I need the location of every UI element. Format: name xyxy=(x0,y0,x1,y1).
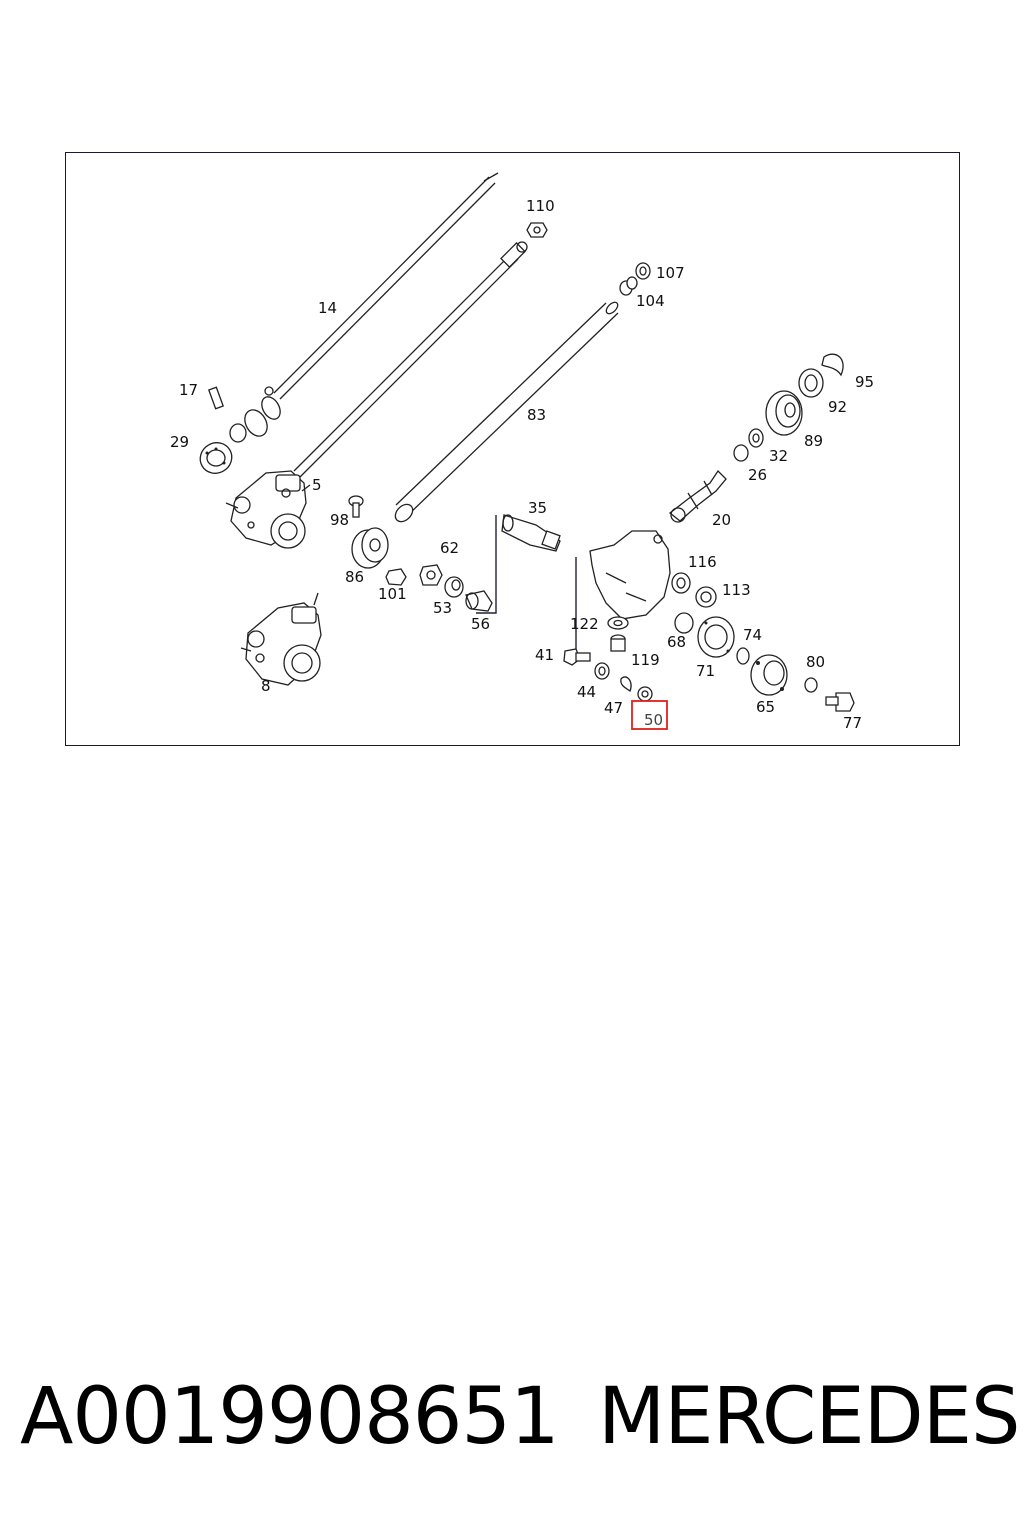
callout-68: 68 xyxy=(667,633,686,651)
part-68 xyxy=(674,612,694,634)
callout-41: 41 xyxy=(535,646,554,664)
callout-14: 14 xyxy=(318,299,337,317)
cover-65 xyxy=(750,654,788,696)
washer-44 xyxy=(594,662,610,680)
callout-29: 29 xyxy=(170,433,189,451)
callout-86: 86 xyxy=(345,568,364,586)
callout-98: 98 xyxy=(330,511,349,529)
intermediate-shaft xyxy=(293,241,528,478)
brand-name: MERCEDES xyxy=(598,1372,1020,1462)
callout-83: 83 xyxy=(527,406,546,424)
callout-104: 104 xyxy=(636,292,665,310)
cover-89 xyxy=(765,390,803,436)
bolt-41 xyxy=(563,648,591,666)
universal-joint xyxy=(229,386,281,443)
callout-47: 47 xyxy=(604,699,623,717)
ring-32 xyxy=(748,428,764,448)
callout-labels: 110 107 104 14 95 17 92 83 29 89 32 26 5… xyxy=(170,197,874,732)
seal-116 xyxy=(671,572,691,594)
plug-113 xyxy=(695,586,717,608)
gasket-71 xyxy=(697,616,735,658)
callout-26: 26 xyxy=(748,466,767,484)
callout-89: 89 xyxy=(804,432,823,450)
callout-95: 95 xyxy=(855,373,874,391)
callout-35: 35 xyxy=(528,499,547,517)
bearing-29 xyxy=(199,442,233,474)
callout-71: 71 xyxy=(696,662,715,680)
callout-8: 8 xyxy=(261,677,271,695)
washer-122 xyxy=(607,616,629,630)
steering-shaft-14 xyxy=(273,172,499,400)
snap-ring-95 xyxy=(821,353,844,377)
steering-gear-5 xyxy=(225,470,311,549)
callout-56: 56 xyxy=(471,615,490,633)
callout-92: 92 xyxy=(828,398,847,416)
valve-20 xyxy=(668,469,727,523)
callout-17: 17 xyxy=(179,381,198,399)
callout-44: 44 xyxy=(577,683,596,701)
steering-box-body xyxy=(589,530,671,620)
steering-gear-8 xyxy=(240,592,322,686)
bushing-86 xyxy=(351,527,389,569)
bushing-56 xyxy=(465,590,493,612)
callout-62: 62 xyxy=(440,539,459,557)
pin-17 xyxy=(207,386,225,410)
rings-107-104 xyxy=(619,262,651,296)
callout-122: 122 xyxy=(570,615,599,633)
fitting-119 xyxy=(610,634,626,652)
bolt-77 xyxy=(825,692,855,712)
oring-74 xyxy=(736,647,750,665)
callout-65: 65 xyxy=(756,698,775,716)
callout-5: 5 xyxy=(312,476,322,494)
callout-107: 107 xyxy=(656,264,685,282)
snap-ring-47 xyxy=(620,676,632,692)
tube-83 xyxy=(394,301,619,523)
input-shaft-35 xyxy=(501,514,561,552)
ring-92 xyxy=(798,368,824,398)
callout-20: 20 xyxy=(712,511,731,529)
callout-32: 32 xyxy=(769,447,788,465)
nut-50 xyxy=(637,686,653,702)
callout-113: 113 xyxy=(722,581,751,599)
nut-110 xyxy=(526,222,548,238)
callout-50: 50 xyxy=(644,711,663,729)
nut-101 xyxy=(385,568,407,586)
callout-110: 110 xyxy=(526,197,555,215)
parts-diagram: 110 107 104 14 95 17 92 83 29 89 32 26 5… xyxy=(65,152,960,746)
callout-53: 53 xyxy=(433,599,452,617)
callout-116: 116 xyxy=(688,553,717,571)
washer-80 xyxy=(804,677,818,693)
washer-53 xyxy=(444,576,464,598)
callout-77: 77 xyxy=(843,714,862,732)
exploded-view-drawing: 110 107 104 14 95 17 92 83 29 89 32 26 5… xyxy=(170,172,874,732)
highlight-box xyxy=(631,700,668,730)
bolt-98 xyxy=(348,495,364,518)
callout-80: 80 xyxy=(806,653,825,671)
callout-101: 101 xyxy=(378,585,407,603)
part-number: A0019908651 xyxy=(20,1372,560,1462)
seal-26 xyxy=(733,444,749,462)
callout-74: 74 xyxy=(743,626,762,644)
part-caption: A0019908651 MERCEDES xyxy=(20,1372,1020,1472)
callout-119: 119 xyxy=(631,651,660,669)
nut-62 xyxy=(419,564,443,586)
